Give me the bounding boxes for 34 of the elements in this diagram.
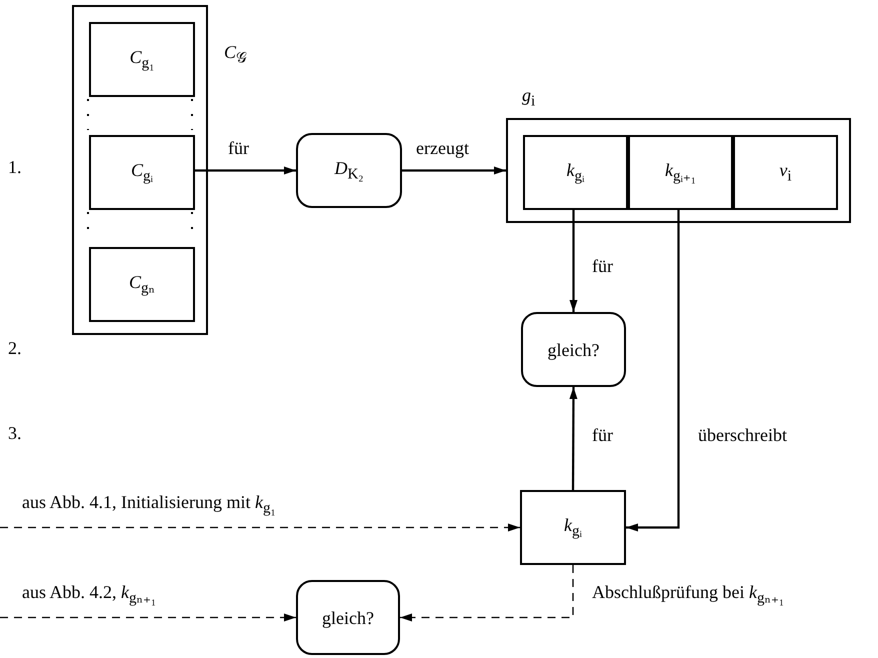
arrow — [402, 166, 506, 174]
data-box — [520, 490, 626, 565]
data-box — [89, 22, 195, 97]
group-label: g$_{i}$ — [522, 86, 536, 110]
arrow — [400, 565, 574, 622]
step-number: 1. — [8, 157, 22, 178]
box-label: gleich? — [548, 340, 600, 358]
data-box — [89, 135, 195, 210]
box-label: C$_{g₁}$ — [130, 48, 154, 72]
data-box — [89, 247, 195, 322]
field-cell — [523, 135, 628, 210]
box-label: v$_{i}$ — [779, 160, 792, 184]
step-number: 3. — [8, 423, 22, 444]
arrow — [0, 524, 520, 532]
box-label: D$_{K₂}$ — [334, 158, 364, 182]
box-label: C$_{gₙ}$ — [128, 272, 155, 296]
field-cell — [628, 135, 733, 210]
arrow — [626, 208, 680, 532]
box-label: k$_{gᵢ}$ — [564, 516, 582, 540]
group-label: C$_{𝒢}$ — [224, 43, 248, 67]
arrow — [0, 614, 296, 622]
field-cell — [733, 135, 838, 210]
box-label: k$_{gᵢ₊₁}$ — [664, 160, 696, 184]
process-box — [296, 580, 400, 655]
arrow — [569, 387, 578, 490]
process-box — [521, 312, 626, 387]
arrow — [570, 208, 578, 312]
box-label: gleich? — [322, 608, 374, 626]
process-box — [296, 133, 402, 208]
box-label: C$_{gᵢ}$ — [131, 160, 153, 184]
step-number: 2. — [8, 338, 22, 359]
arrow — [193, 166, 296, 174]
box-label: k$_{gᵢ}$ — [566, 160, 584, 184]
edge-label: Abschlußprüfung bei k$_{gₙ₊₁}$ — [590, 582, 786, 608]
